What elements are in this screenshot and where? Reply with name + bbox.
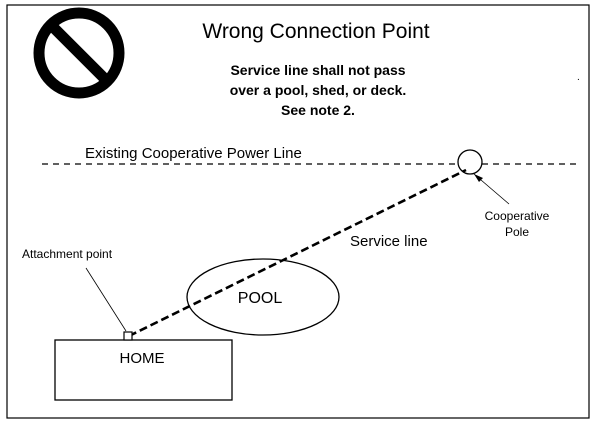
stray-mark: . <box>577 72 580 83</box>
pole-label-line-1: Cooperative <box>485 209 550 223</box>
attachment-pointer-line <box>85 267 127 332</box>
pool-ellipse <box>186 258 340 336</box>
prohibition-icon <box>33 7 125 99</box>
pool-label: POOL <box>238 290 283 307</box>
note-line-2: over a pool, shed, or deck. <box>230 82 407 98</box>
attachment-point-marker <box>123 331 133 341</box>
power-line-label: Existing Cooperative Power Line <box>85 145 302 162</box>
attachment-label: Attachment point <box>22 247 113 261</box>
cooperative-pole <box>457 149 483 175</box>
note-line-1: Service line shall not pass <box>230 62 405 78</box>
pole-label-line-2: Pole <box>505 225 529 239</box>
pole-pointer-arrow <box>474 174 483 182</box>
home-label: HOME <box>120 350 165 367</box>
diagram-border <box>6 4 590 419</box>
diagram-title: Wrong Connection Point <box>202 20 429 43</box>
home-rect <box>54 339 233 401</box>
service-line <box>128 168 467 338</box>
note-line-3: See note 2. <box>281 102 355 118</box>
service-line-label: Service line <box>350 233 428 250</box>
